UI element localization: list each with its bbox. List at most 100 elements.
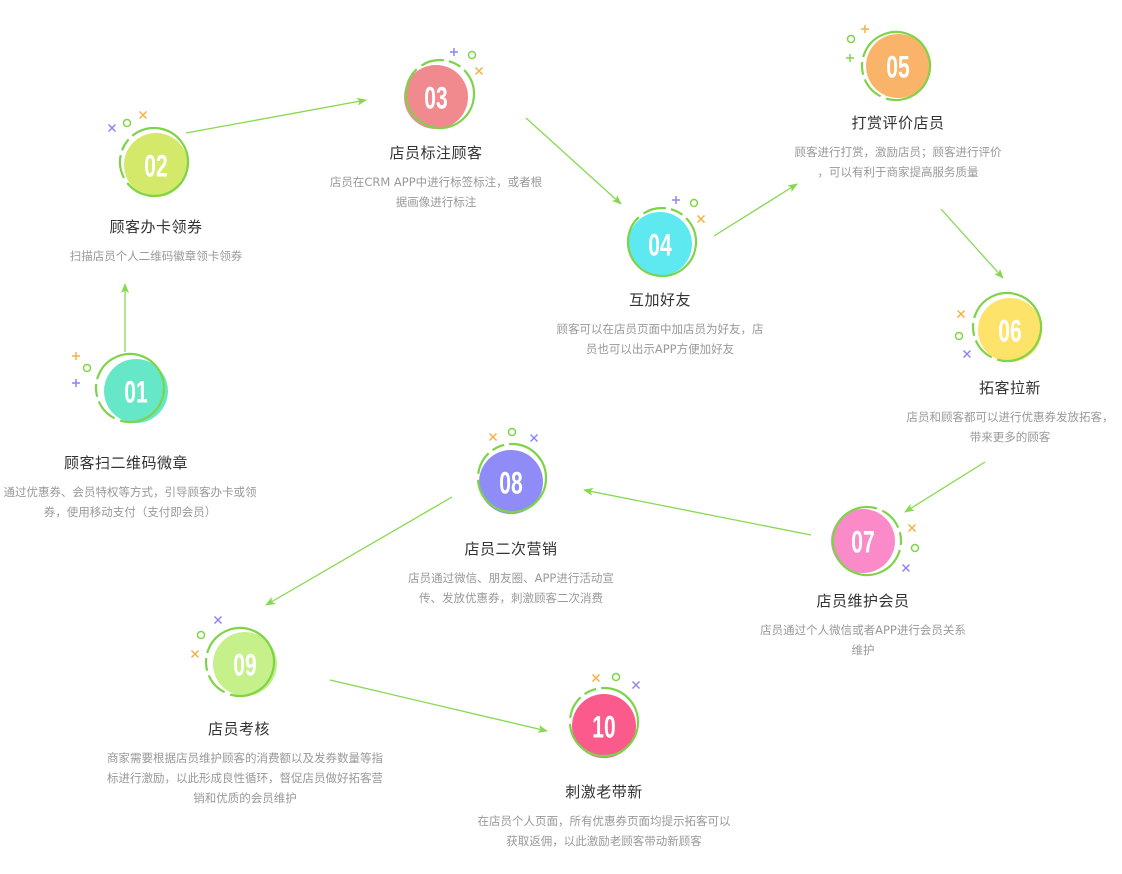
step-circle [213, 632, 277, 696]
cross-icon [901, 563, 911, 573]
step-description-line: 券，使用移动支付（支付即会员） [43, 505, 217, 519]
step-circle [866, 34, 930, 98]
step-circle [479, 450, 543, 514]
step-ring [568, 686, 640, 758]
step-ring [476, 442, 548, 514]
step-number: 06 [998, 313, 1021, 348]
step-description-line: 在店员个人页面，所有优惠券页面均提示拓客可以 [477, 814, 731, 828]
arrows-layer [121, 97, 1004, 733]
step-node-06: 06 [954, 291, 1043, 363]
cross-icon [696, 214, 706, 224]
step-description: 商家需要根据店员维护顾客的消费额以及发券数量等指标进行激励，以此形成良性循环，督… [90, 748, 400, 808]
step-description-line: 传、发放优惠券，刺激顾客二次消费 [419, 591, 603, 605]
step-description-line: 据画像进行标注 [395, 195, 477, 209]
step-title: 顾客扫二维码微章 [63, 454, 189, 472]
step-node-09: 09 [190, 615, 277, 698]
step-node-10: 10 [568, 672, 641, 758]
circle-icon [507, 427, 517, 437]
step-circle [978, 298, 1042, 362]
step-number: 03 [424, 80, 447, 115]
circle-icon [689, 198, 699, 208]
step-description: 顾客进行打赏，激励店员；顾客进行评价 ，可以有利于商家提高服务质量 [778, 142, 1018, 182]
step-ring [626, 206, 698, 278]
step-circle [404, 65, 468, 129]
step-number: 02 [144, 148, 167, 183]
arrow-03-to-04 [525, 117, 622, 205]
step-node-08: 08 [476, 427, 548, 514]
step-circle [831, 509, 895, 573]
step-description: 店员通过个人微信或者APP进行会员关系维护 [743, 620, 983, 660]
step-ring [118, 126, 190, 198]
step-number: 05 [886, 49, 910, 84]
arrow-05-to-06 [940, 208, 1004, 279]
step-description-line: 商家需要根据店员维护顾客的消费额以及发券数量等指 [107, 751, 383, 765]
step-description-line: 顾客进行打赏，激励店员；顾客进行评价 [794, 145, 1002, 159]
step-title: 店员二次营销 [464, 540, 558, 558]
step-title: 刺激老带新 [565, 783, 643, 801]
circle-icon [196, 630, 206, 640]
step-circle [628, 212, 692, 276]
step-description: 扫描店员个人二维码徽章领卡领券 [41, 246, 271, 266]
cross-icon [591, 673, 601, 683]
step-ring [971, 291, 1043, 363]
step-description: 顾客可以在店员页面中加店员为好友，店员也可以出示APP方便加好友 [540, 319, 780, 359]
step-circle [572, 694, 636, 758]
step-ring [860, 30, 932, 102]
step-description-line: 通过优惠券、会员特权等方式，引导顾客办卡或领 [3, 485, 257, 499]
cross-icon [956, 309, 966, 319]
step-number: 07 [851, 524, 874, 559]
step-description-line: 店员通过个人微信或者APP进行会员关系 [760, 623, 966, 637]
plus-icon [72, 352, 80, 360]
step-description-line: 店员在CRM APP中进行标签标注，或者根 [329, 175, 543, 189]
step-description: 店员通过微信、朋友圈、APP进行活动宣传、发放优惠券，刺激顾客二次消费 [391, 568, 631, 608]
circle-icon [122, 118, 132, 128]
step-node-07: 07 [831, 505, 920, 577]
plus-icon [672, 196, 680, 204]
cross-icon [213, 615, 223, 625]
step-title: 拓客拉新 [978, 379, 1042, 397]
step-description-line: 标进行激励，以此形成良性循环，督促店员做好拓客营 [107, 771, 383, 785]
step-description-line: 员也可以出示APP方便加好友 [585, 342, 735, 356]
step-title: 互加好友 [628, 291, 692, 309]
cross-icon [907, 523, 917, 533]
circle-icon [82, 363, 92, 373]
step-title: 店员考核 [207, 720, 271, 738]
step-number: 08 [499, 465, 522, 500]
step-description: 店员在CRM APP中进行标签标注，或者根据画像进行标注 [316, 172, 556, 212]
arrow-04-to-05 [713, 183, 798, 237]
step-ring [404, 58, 476, 130]
step-number: 10 [592, 709, 615, 744]
step-ring [831, 505, 903, 577]
arrow-07-to-08 [583, 487, 812, 536]
step-description: 通过优惠券、会员特权等方式，引导顾客办卡或领券，使用移动支付（支付即会员） [0, 482, 275, 522]
step-description: 在店员个人页面，所有优惠券页面均提示拓客可以获取返佣，以此激励老顾客带动新顾客 [459, 811, 749, 851]
arrow-06-to-07 [904, 461, 986, 513]
step-node-05: 05 [846, 25, 932, 102]
step-ring [94, 352, 166, 424]
circle-icon [611, 672, 621, 682]
plus-icon [861, 25, 869, 33]
step-description-line: 扫描店员个人二维码徽章领卡领券 [69, 249, 243, 263]
step-title: 店员维护会员 [816, 592, 910, 610]
cross-icon [488, 432, 498, 442]
step-circle [124, 133, 188, 197]
circle-icon [846, 34, 856, 44]
cross-icon [962, 349, 972, 359]
step-description-line: 店员和顾客都可以进行优惠券发放拓客， [906, 410, 1114, 424]
step-description-line: 带来更多的顾客 [969, 430, 1051, 444]
cross-icon [107, 123, 117, 133]
plus-icon [846, 54, 854, 62]
step-description-line: 维护 [851, 643, 875, 657]
cross-icon [474, 66, 484, 76]
step-title: 顾客办卡领券 [109, 218, 203, 236]
step-number: 04 [648, 227, 672, 262]
step-node-03: 03 [404, 48, 484, 130]
step-number: 09 [233, 647, 256, 682]
arrow-02-to-03 [185, 97, 367, 134]
cross-icon [631, 680, 641, 690]
step-description-line: ，可以有利于商家提高服务质量 [817, 165, 979, 179]
plus-icon [72, 379, 80, 387]
cross-icon [190, 649, 200, 659]
step-description-line: 获取返佣，以此激励老顾客带动新顾客 [506, 834, 702, 848]
